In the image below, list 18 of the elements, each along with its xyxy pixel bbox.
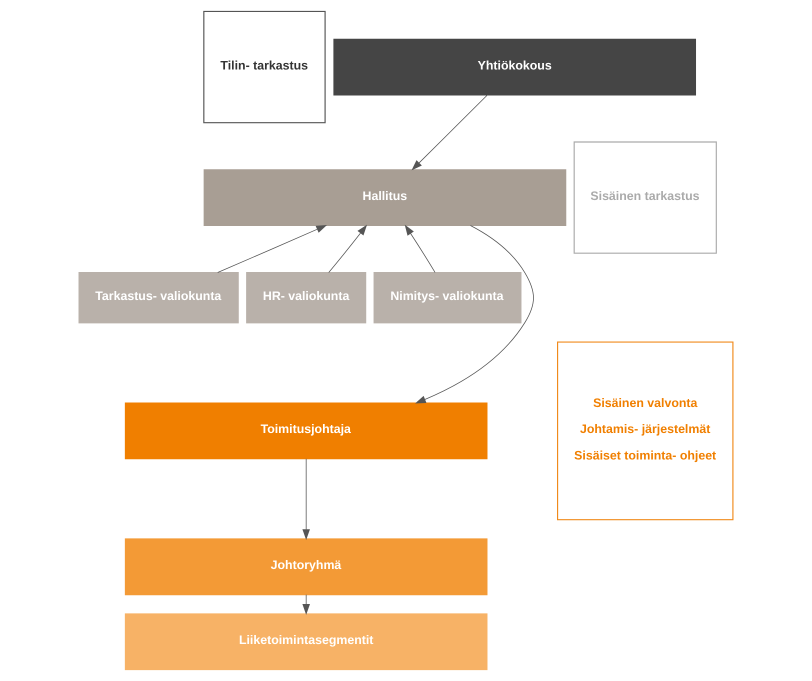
- node-box: Nimitys- valiokunta: [374, 272, 522, 324]
- node-box: Toimitusjohtaja: [124, 402, 488, 460]
- arrow: [302, 594, 310, 615]
- node-box: Tilin- tarkastus: [203, 10, 326, 124]
- node-box: Sisäinen valvonta Johtamis- järjestelmät Sisäiset toiminta- ohjeet: [557, 341, 734, 520]
- arrow: [404, 224, 436, 273]
- node-box: Hallitus: [204, 169, 566, 226]
- arrow: [217, 224, 328, 273]
- arrow: [302, 458, 310, 540]
- node-box: Tarkastus- valiokunta: [78, 272, 239, 324]
- node-box: Sisäinen tarkastus: [574, 141, 717, 254]
- node-box: Johtoryhmä: [124, 538, 488, 596]
- arrow: [328, 224, 368, 273]
- node-box: HR- valiokunta: [246, 272, 366, 324]
- node-box: Yhtiökokous: [333, 38, 696, 96]
- arrow: [415, 225, 534, 404]
- node-box: Liiketoimintasegmentit: [124, 613, 488, 670]
- arrow: [412, 94, 488, 170]
